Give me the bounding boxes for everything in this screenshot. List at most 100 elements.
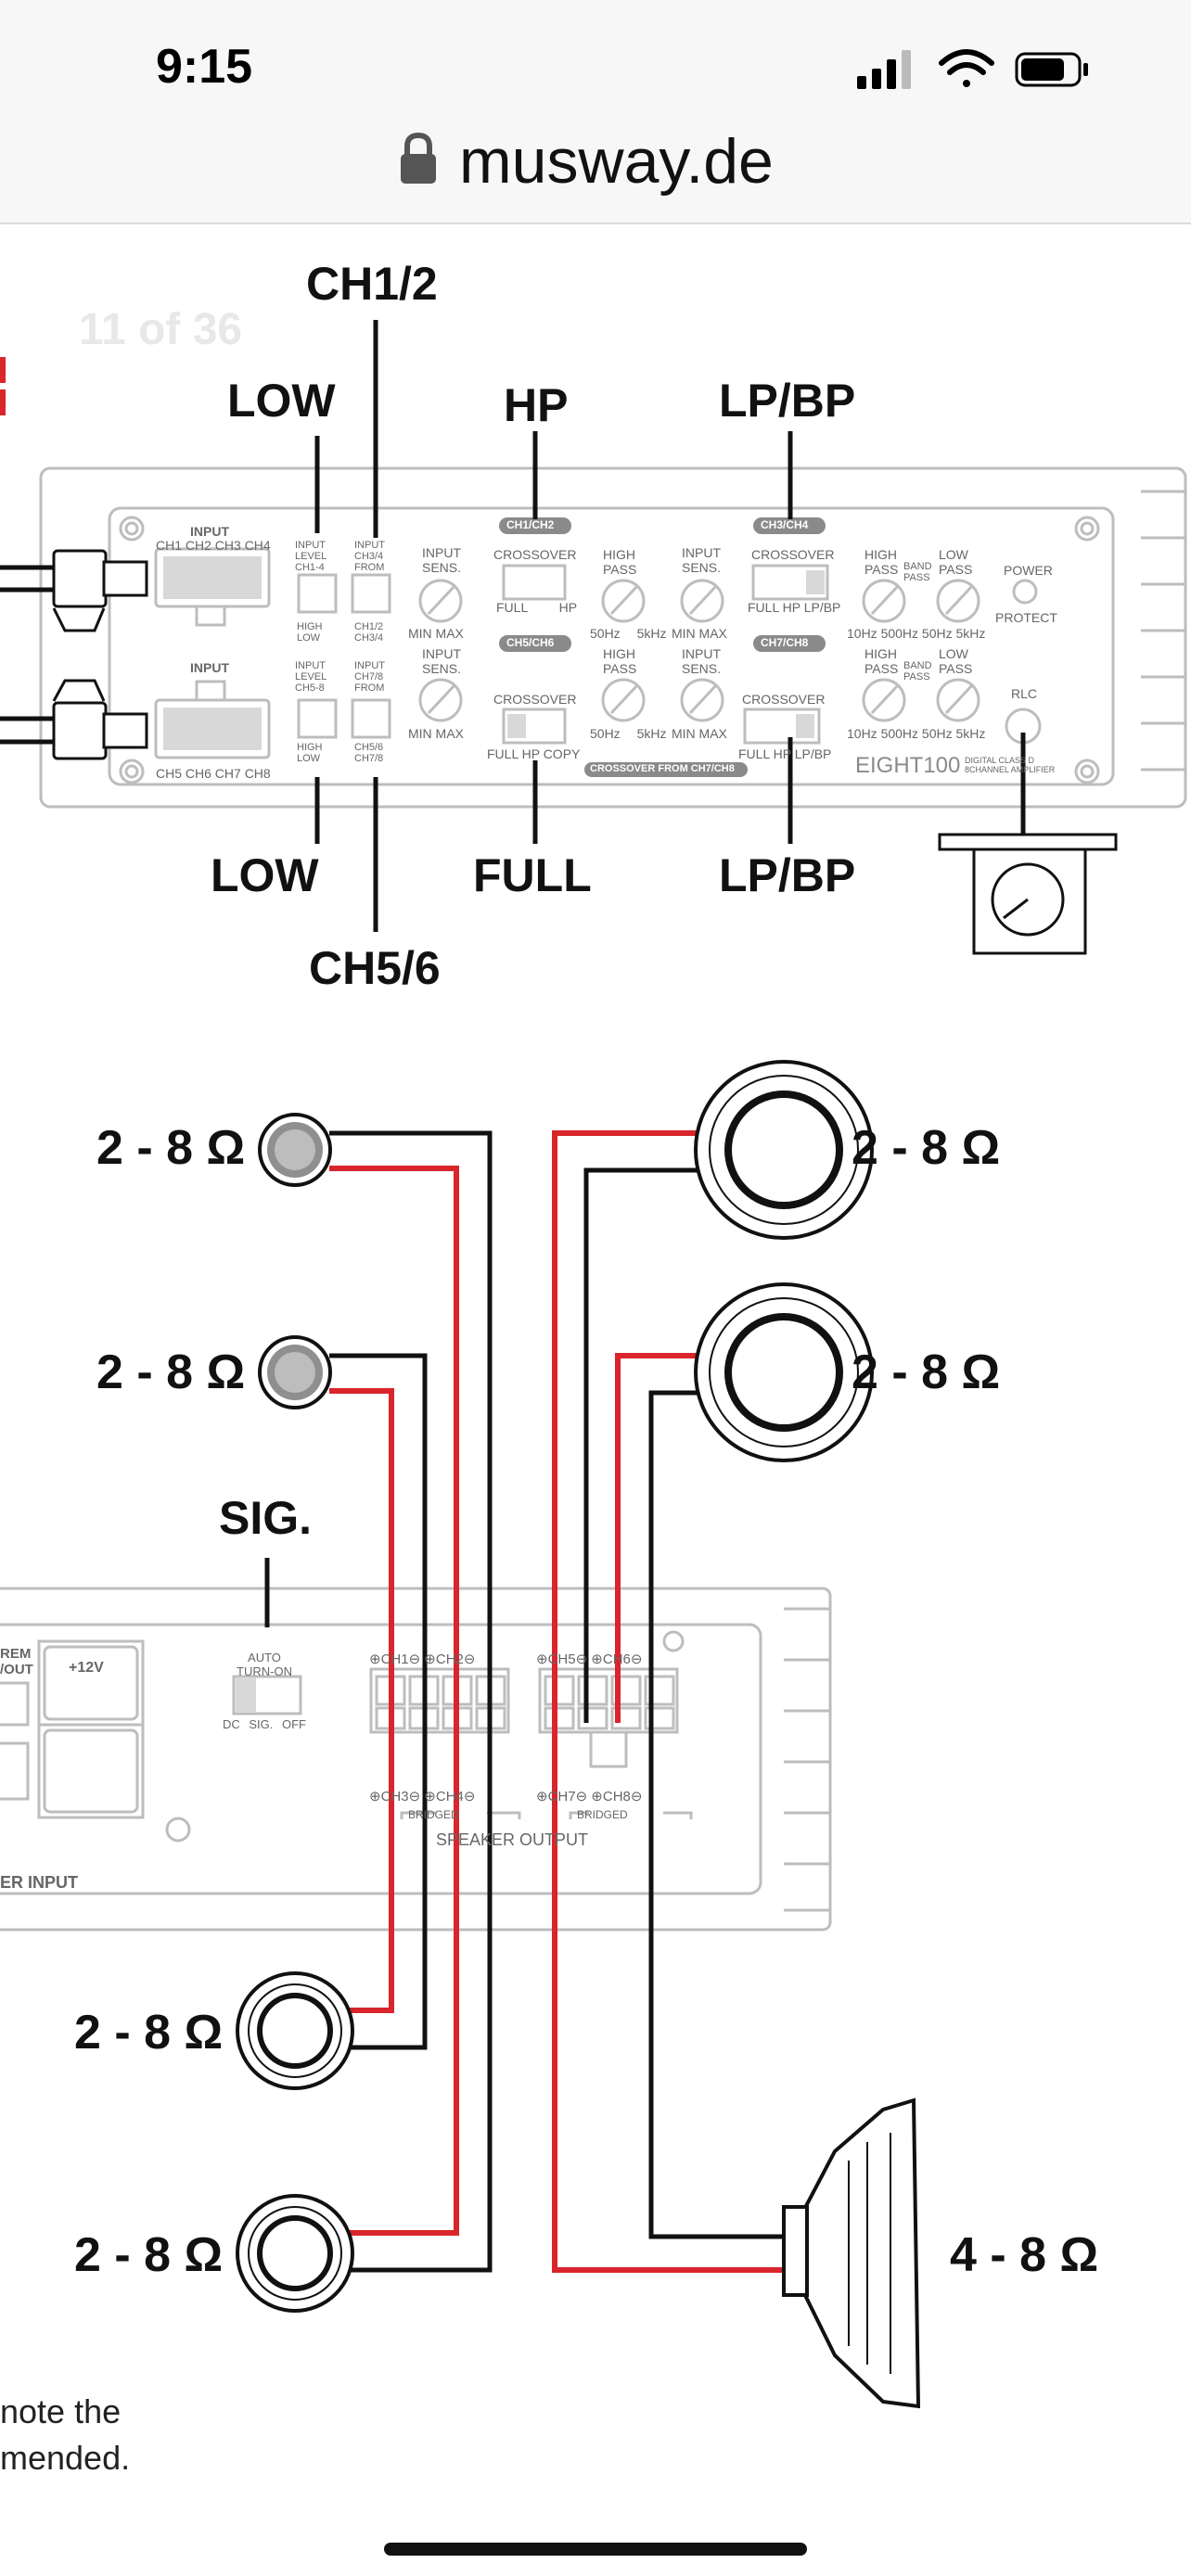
label-low-bottom: LOW — [211, 849, 319, 901]
min-max-1: MIN MAX — [408, 626, 464, 641]
rlc-remote — [938, 833, 1118, 955]
ohm-tweeter-1: 2 - 8 Ω — [96, 1121, 246, 1175]
wiring-diagram — [0, 320, 1187, 2409]
power-input: ER INPUT — [0, 1873, 79, 1892]
input-sens-2: INPUT SENS. — [682, 545, 722, 575]
wires-red — [329, 1130, 784, 2273]
channel-badges — [499, 517, 826, 777]
ohm-tweeter-2: 2 - 8 Ω — [96, 1345, 246, 1399]
top-amplifier — [39, 466, 1187, 809]
signal-icon — [857, 50, 911, 89]
full-hp-lpbp-2: FULL HP LP/BP — [738, 746, 832, 761]
input-level-2: INPUT LEVEL CH5-8 — [295, 660, 327, 694]
ch-top-left: ⊕CH1⊖ ⊕CH2⊖ — [369, 1651, 476, 1667]
model-name: EIGHT100 — [855, 753, 961, 778]
bottom-amplifier — [0, 1587, 832, 1932]
bridged-right: BRIDGED — [577, 1808, 628, 1821]
mid-speaker-right-2 — [694, 1282, 874, 1462]
input-level-1: INPUT LEVEL CH1-4 — [295, 540, 327, 573]
input-cables — [0, 565, 56, 745]
badge-ch12: CH1/CH2 — [506, 518, 555, 531]
ch12-ch34: CH1/2 CH3/4 — [354, 621, 384, 644]
rlc-label: RLC — [1011, 686, 1038, 701]
ohm-subwoofer: 4 - 8 Ω — [950, 2228, 1099, 2282]
page-counter: 11 of 36 — [79, 305, 243, 354]
pointer-lines — [314, 320, 1026, 932]
status-icons — [857, 49, 1088, 89]
ch56-ch78: CH5/6 CH7/8 — [354, 742, 384, 764]
lock-icon — [401, 132, 436, 184]
protect-label: PROTECT — [995, 610, 1057, 625]
min-max-4: MIN MAX — [672, 726, 727, 741]
full-hp-1: FULL HP — [496, 600, 578, 615]
input-channels-bottom: CH5 CH6 CH7 CH8 — [156, 766, 271, 781]
crossover-2: CROSSOVER — [751, 547, 835, 562]
auto-turn-on: AUTO TURN-ON — [237, 1651, 292, 1678]
input-channels-top: CH1 CH2 CH3 CH4 — [156, 538, 271, 553]
label-ch56: CH5/6 — [309, 942, 441, 994]
url-text[interactable]: musway.de — [459, 126, 774, 197]
crossover-from: CROSSOVER FROM CH7/CH8 — [590, 763, 735, 774]
high-low-2: HIGH LOW — [297, 742, 323, 764]
low-pass-2: LOW PASS — [939, 646, 973, 676]
full-hp-lpbp-1: FULL HP LP/BP — [748, 600, 841, 615]
label-lpbp-bottom: LP/BP — [719, 849, 856, 901]
input-sens-1: INPUT SENS. — [422, 545, 462, 575]
high-pass-2: HIGH PASS — [603, 646, 637, 676]
label-low-top: LOW — [227, 375, 336, 427]
label-lpbp-top: LP/BP — [719, 375, 856, 427]
ch-bot-right: ⊕CH7⊖ ⊕CH8⊖ — [536, 1789, 643, 1804]
freq-bp-1: 10Hz 500Hz 50Hz 5kHz — [847, 626, 986, 641]
input-from-1: INPUT CH3/4 FROM — [354, 540, 385, 573]
ohm-mid-left-1: 2 - 8 Ω — [74, 2006, 224, 2060]
terminal-blocks — [375, 1675, 675, 1730]
wifi-icon — [939, 49, 994, 87]
crossover-4: CROSSOVER — [742, 692, 826, 707]
rem-out: REM /OUT — [0, 1646, 33, 1677]
freq-hp-1: 50Hz 5kHz — [590, 626, 667, 641]
rca-plugs — [52, 549, 148, 760]
ch-bot-left: ⊕CH3⊖ ⊕CH4⊖ — [369, 1789, 476, 1804]
input-label-top: INPUT — [190, 524, 229, 539]
speaker-output: SPEAKER OUTPUT — [436, 1830, 589, 1849]
caption-line-1: note the — [0, 2392, 122, 2430]
mid-speaker-left-2 — [236, 2194, 354, 2313]
high-low-1: HIGH LOW — [297, 621, 323, 644]
caption-line-2: mended. — [0, 2439, 131, 2477]
input-sens-3: INPUT SENS. — [422, 646, 462, 676]
high-pass-1: HIGH PASS — [603, 547, 637, 577]
mid-speaker-left-1 — [236, 1971, 354, 2090]
badge-ch34: CH3/CH4 — [761, 518, 809, 531]
ch-top-right: ⊕CH5⊖ ⊕CH6⊖ — [536, 1651, 643, 1667]
bridged-left: BRIDGED — [408, 1808, 459, 1821]
high-pass-3: HIGH PASS — [864, 547, 899, 577]
min-max-2: MIN MAX — [672, 626, 727, 641]
band-pass-1: BAND PASS — [903, 561, 932, 583]
badge-ch56: CH5/CH6 — [506, 636, 555, 649]
tweeter-1 — [258, 1113, 332, 1187]
input-label-bottom: INPUT — [190, 660, 229, 675]
home-indicator[interactable] — [384, 2543, 807, 2556]
band-pass-2: BAND PASS — [903, 660, 932, 682]
plus12: +12V — [69, 1660, 104, 1676]
battery-icon — [1015, 52, 1088, 87]
high-pass-4: HIGH PASS — [864, 646, 899, 676]
low-pass-1: LOW PASS — [939, 547, 973, 577]
wires-black — [329, 1130, 784, 2273]
subwoofer — [781, 2098, 921, 2409]
freq-bp-2: 10Hz 500Hz 50Hz 5kHz — [847, 726, 986, 741]
mid-speaker-right-1 — [694, 1060, 874, 1240]
ohm-mid-right-2: 2 - 8 Ω — [852, 1345, 1001, 1399]
label-ch12-top: CH1/2 — [306, 258, 438, 310]
model-sub: DIGITAL CLASS D 8CHANNEL AMPLIFIER — [965, 756, 1056, 774]
address-bar[interactable] — [0, 130, 1191, 224]
label-full: FULL — [473, 849, 592, 901]
ohm-mid-left-2: 2 - 8 Ω — [74, 2228, 224, 2282]
badge-ch78: CH7/CH8 — [761, 636, 809, 649]
status-time: 9:15 — [156, 40, 253, 94]
tweeter-2 — [258, 1335, 332, 1409]
label-hp: HP — [504, 379, 569, 431]
ohm-mid-right-1: 2 - 8 Ω — [852, 1121, 1001, 1175]
full-hp-copy: FULL HP COPY — [487, 746, 581, 761]
freq-hp-2: 50Hz 5kHz — [590, 726, 667, 741]
